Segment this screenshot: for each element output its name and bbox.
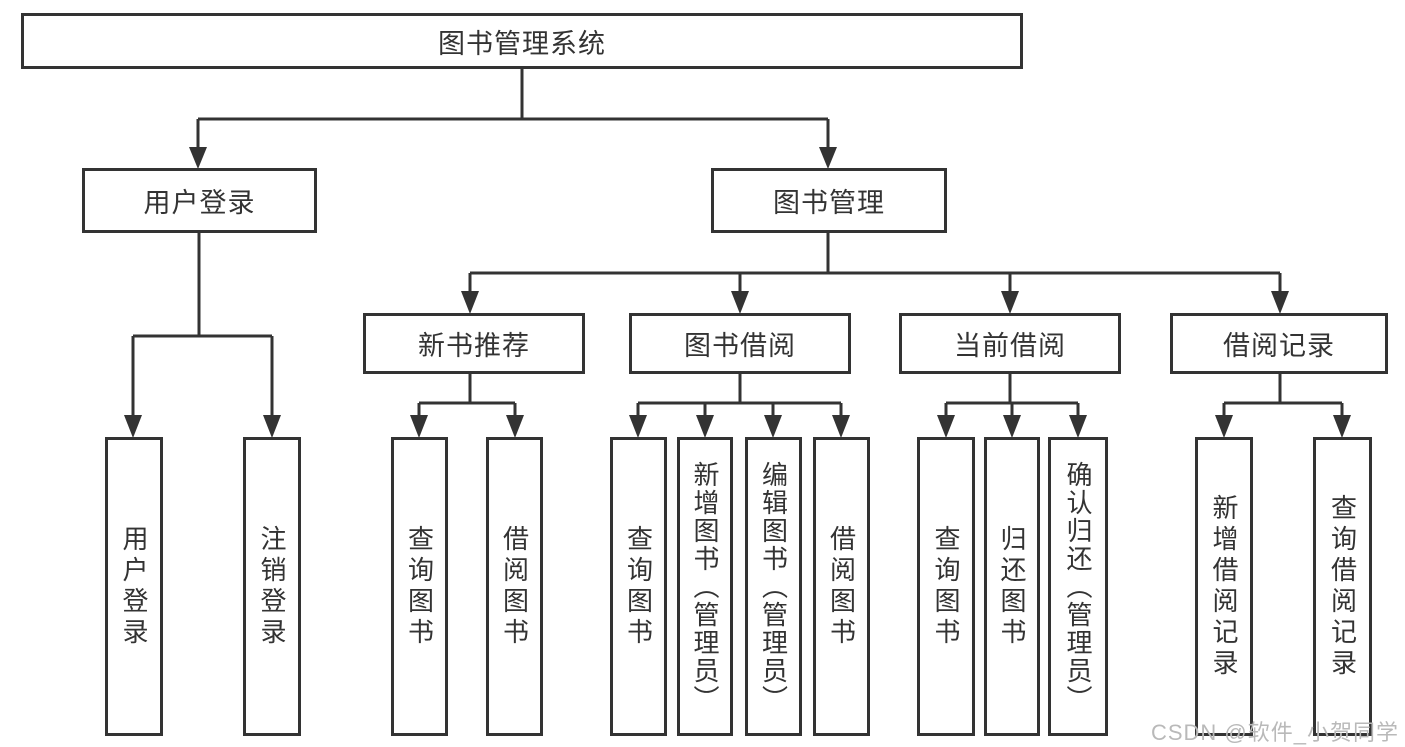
- leaf-borrow-books-borrowing: 借阅图书: [813, 437, 870, 736]
- connector-new-book-rec-to-leaves: [410, 374, 524, 438]
- leaf-confirm-return-admin: 确认归还（管理员）: [1048, 437, 1108, 736]
- node-current-borrowing: 当前借阅: [899, 313, 1121, 374]
- connector-user-login-to-leaves: [124, 233, 281, 438]
- node-new-book-recommendation: 新书推荐: [363, 313, 585, 374]
- connector-book-management-to-level3: [461, 233, 1289, 314]
- leaf-logout: 注销登录: [243, 437, 301, 736]
- leaf-add-books-admin: 新增图书（管理员）: [677, 437, 733, 736]
- leaf-borrow-books-recommend: 借阅图书: [486, 437, 543, 736]
- node-borrowing-records: 借阅记录: [1170, 313, 1388, 374]
- leaf-edit-books-admin: 编辑图书（管理员）: [745, 437, 802, 736]
- connector-root-to-level2: [189, 69, 837, 169]
- node-book-borrowing: 图书借阅: [629, 313, 851, 374]
- leaf-query-books-borrowing: 查询图书: [610, 437, 667, 736]
- leaf-query-books-recommend: 查询图书: [391, 437, 448, 736]
- leaf-add-borrow-record: 新增借阅记录: [1195, 437, 1253, 736]
- leaf-query-borrow-record: 查询借阅记录: [1313, 437, 1372, 736]
- leaf-user-login: 用户登录: [105, 437, 163, 736]
- csdn-watermark: CSDN @软件_小贺同学: [1150, 720, 1399, 745]
- node-library-management-system: 图书管理系统: [21, 13, 1023, 69]
- connector-borrow-records-to-leaves: [1215, 374, 1351, 438]
- node-user-login: 用户登录: [82, 168, 317, 233]
- connector-book-borrowing-to-leaves: [629, 374, 850, 438]
- node-book-management: 图书管理: [711, 168, 947, 233]
- leaf-query-books-current: 查询图书: [917, 437, 975, 736]
- connector-current-borrowing-to-leaves: [937, 374, 1087, 438]
- leaf-return-books: 归还图书: [984, 437, 1040, 736]
